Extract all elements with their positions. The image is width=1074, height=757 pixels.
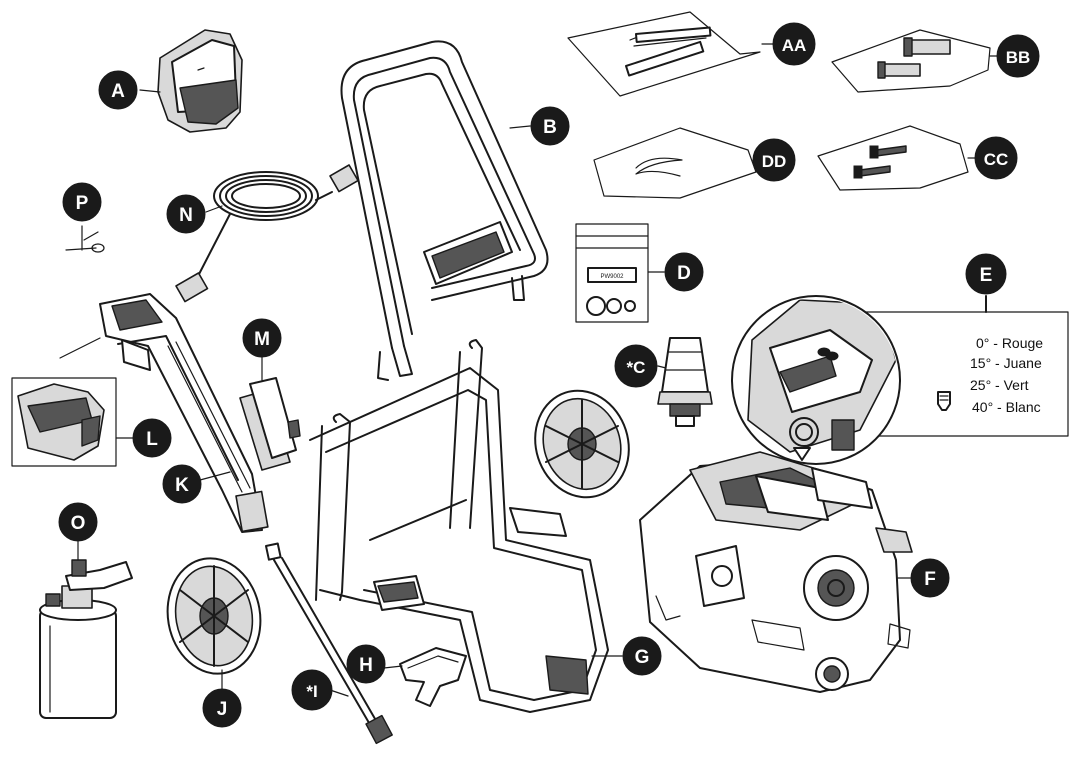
- svg-text:F: F: [924, 569, 936, 590]
- label-cc: CC: [974, 136, 1018, 180]
- svg-text:J: J: [217, 699, 228, 720]
- part-f-engine: [639, 451, 913, 693]
- part-n-hose: [175, 164, 359, 303]
- part-o-foam-cannon: [39, 539, 133, 719]
- label-h: H: [346, 644, 386, 684]
- label-aa: AA: [772, 22, 816, 66]
- svg-text:*I: *I: [306, 682, 317, 701]
- part-b-upper-handle: [340, 40, 549, 381]
- part-a-holder: [157, 29, 243, 133]
- svg-text:D: D: [677, 263, 691, 284]
- legend-15: 15° - Juane: [970, 355, 1042, 371]
- svg-text:DD: DD: [762, 152, 787, 171]
- pouch-d-text: PW9002: [600, 274, 624, 280]
- svg-text:P: P: [76, 193, 89, 214]
- part-g-frame: [309, 339, 623, 713]
- svg-text:*C: *C: [627, 358, 646, 377]
- part-l-detail: [11, 377, 135, 467]
- label-i: *I: [291, 669, 333, 711]
- svg-text:N: N: [179, 205, 193, 226]
- svg-text:O: O: [71, 513, 86, 534]
- label-m: M: [242, 318, 282, 358]
- part-k-gun: [59, 293, 269, 533]
- part-p-clip: [65, 225, 105, 253]
- part-dd-pouch: [593, 127, 773, 199]
- svg-text:BB: BB: [1006, 48, 1031, 67]
- label-n: N: [166, 194, 206, 234]
- label-e: E: [965, 253, 1007, 295]
- legend-40: 40° - Blanc: [972, 399, 1041, 415]
- wheel-upper: [534, 389, 630, 499]
- part-bb-pouch: [831, 29, 1005, 93]
- label-bb: BB: [996, 34, 1040, 78]
- label-g: G: [622, 636, 662, 676]
- label-a: A: [98, 70, 138, 110]
- legend-0: 0° - Rouge: [976, 335, 1043, 351]
- svg-text:CC: CC: [984, 150, 1009, 169]
- svg-text:H: H: [359, 655, 373, 676]
- svg-text:M: M: [254, 329, 270, 350]
- part-cc-pouch: [817, 125, 983, 191]
- svg-text:G: G: [635, 647, 650, 668]
- label-b: B: [530, 106, 570, 146]
- svg-text:K: K: [175, 475, 189, 496]
- svg-text:B: B: [543, 117, 557, 138]
- label-c: *C: [614, 344, 658, 388]
- nozzle-legend: 0° - Rouge 15° - Juane 25° - Vert 40° - …: [970, 335, 1043, 415]
- label-d: D: [664, 252, 704, 292]
- svg-text:E: E: [980, 265, 993, 286]
- part-h-clip: [399, 647, 467, 707]
- part-m-holster: [239, 355, 301, 471]
- legend-25: 25° - Vert: [970, 377, 1029, 393]
- label-k: K: [162, 464, 202, 504]
- part-c-nozzle: [657, 337, 713, 427]
- svg-text:A: A: [111, 81, 125, 102]
- svg-text:L: L: [146, 429, 158, 450]
- label-f: F: [910, 558, 950, 598]
- label-j: J: [202, 688, 242, 728]
- svg-text:AA: AA: [782, 36, 807, 55]
- part-j-wheel: [166, 557, 262, 691]
- label-l: L: [132, 418, 172, 458]
- label-o: O: [58, 502, 98, 542]
- part-aa-pouch: [567, 11, 785, 97]
- label-dd: DD: [752, 138, 796, 182]
- label-p: P: [62, 182, 102, 222]
- part-e-detail: [731, 295, 1069, 465]
- part-d-pouch: PW9002: [575, 223, 665, 323]
- part-i-wand: [265, 542, 393, 745]
